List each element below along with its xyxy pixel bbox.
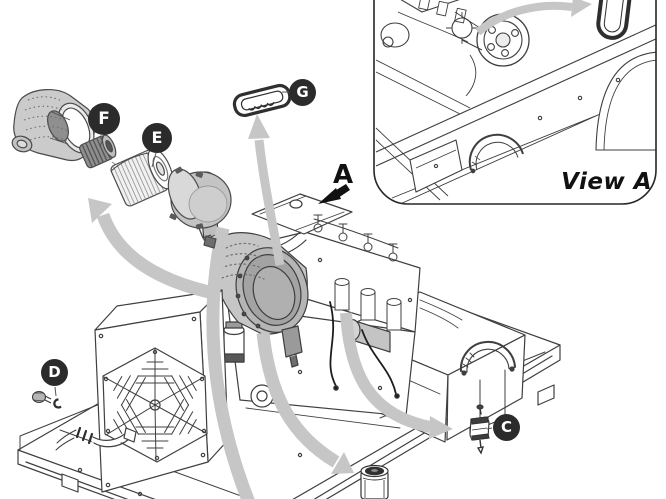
detail-marker-label: A <box>333 160 354 190</box>
callout-badge-d: D <box>41 359 68 386</box>
arrow-to-oil-filter <box>256 332 354 474</box>
v-belt-part <box>596 0 633 40</box>
air-filter-housing <box>11 89 96 162</box>
flow-arrows <box>88 114 453 499</box>
air-filter-exploded <box>11 89 232 249</box>
engine-air-cleaner <box>213 232 309 368</box>
arrow-to-belt <box>475 0 592 36</box>
callout-badge-g: G <box>289 79 316 106</box>
inset-caption: View A <box>561 169 652 195</box>
arrow-down-band <box>206 226 255 499</box>
oil-filter-part <box>360 464 389 499</box>
conduit-hose <box>55 426 137 451</box>
drain-plug-part <box>31 386 62 409</box>
air-filter-end-cap <box>167 166 232 249</box>
air-filter-inner-element <box>79 134 117 169</box>
fuel-filter-part <box>469 404 493 455</box>
arrow-to-fuel-filter <box>340 312 453 439</box>
view-a-inset <box>373 0 657 205</box>
valve-cover-gasket-part <box>232 83 292 118</box>
arrow-to-gasket <box>248 114 285 266</box>
detail-a-arrow <box>318 184 350 204</box>
arrow-to-air-filter <box>88 198 220 301</box>
air-filter-outer-element <box>110 148 174 207</box>
callout-badge-e: E <box>142 123 172 153</box>
callout-badge-f: F <box>88 103 120 135</box>
callout-badge-c: C <box>493 414 520 441</box>
